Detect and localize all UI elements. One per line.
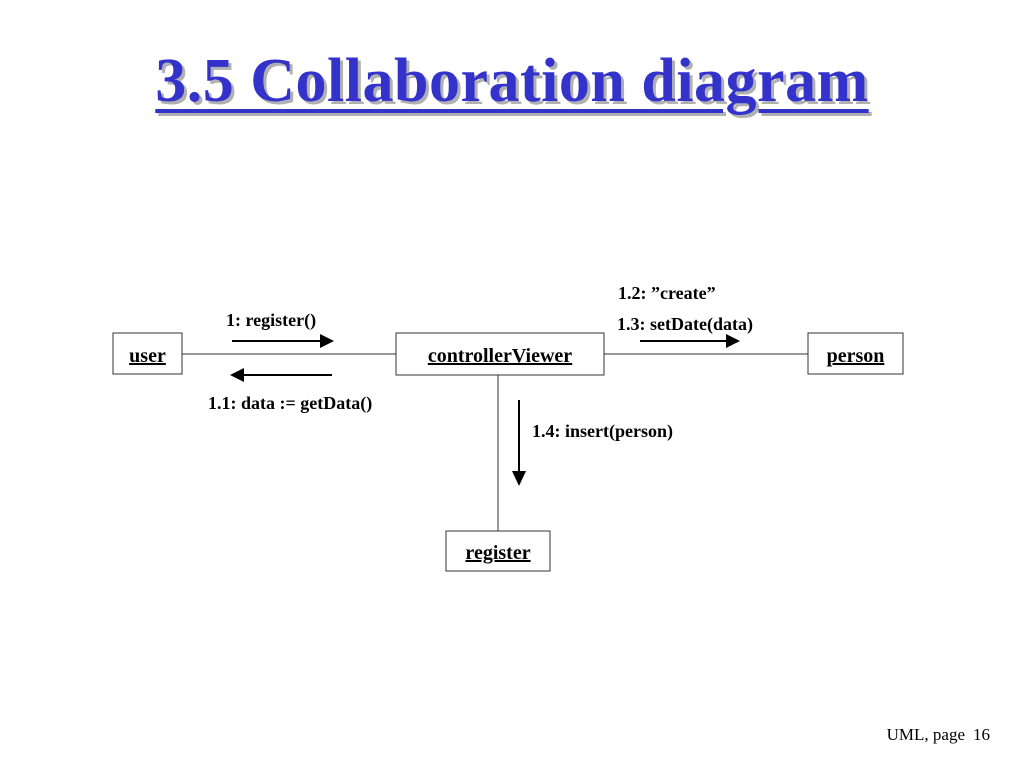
message-insert-label: 1.4: insert(person) bbox=[532, 421, 673, 442]
object-user-label: user bbox=[129, 345, 166, 367]
object-person: person bbox=[807, 332, 904, 375]
object-register-label: register bbox=[465, 542, 530, 564]
message-create-label: 1.2: ”create” bbox=[618, 283, 716, 303]
message-set-date-arrow bbox=[640, 334, 740, 348]
slide-footer: UML, page 16 bbox=[887, 725, 990, 745]
slide-title: 3.5 Collaboration diagram bbox=[155, 47, 869, 115]
object-controller-viewer-label: controllerViewer bbox=[428, 345, 572, 367]
message-register-arrow bbox=[232, 334, 334, 348]
message-set-date-label: 1.3: setDate(data) bbox=[617, 314, 753, 335]
object-person-label: person bbox=[827, 345, 885, 367]
object-user: user bbox=[112, 332, 183, 375]
object-register: register bbox=[445, 530, 551, 572]
message-register-label: 1: register() bbox=[226, 310, 316, 331]
message-get-data-label: 1.1: data := getData() bbox=[208, 393, 372, 414]
object-controller-viewer: controllerViewer bbox=[395, 332, 605, 376]
message-insert-arrow bbox=[512, 400, 526, 486]
message-get-data-arrow bbox=[230, 368, 332, 382]
footer-label: UML, page bbox=[886, 725, 965, 744]
page-number: 16 bbox=[973, 725, 990, 744]
